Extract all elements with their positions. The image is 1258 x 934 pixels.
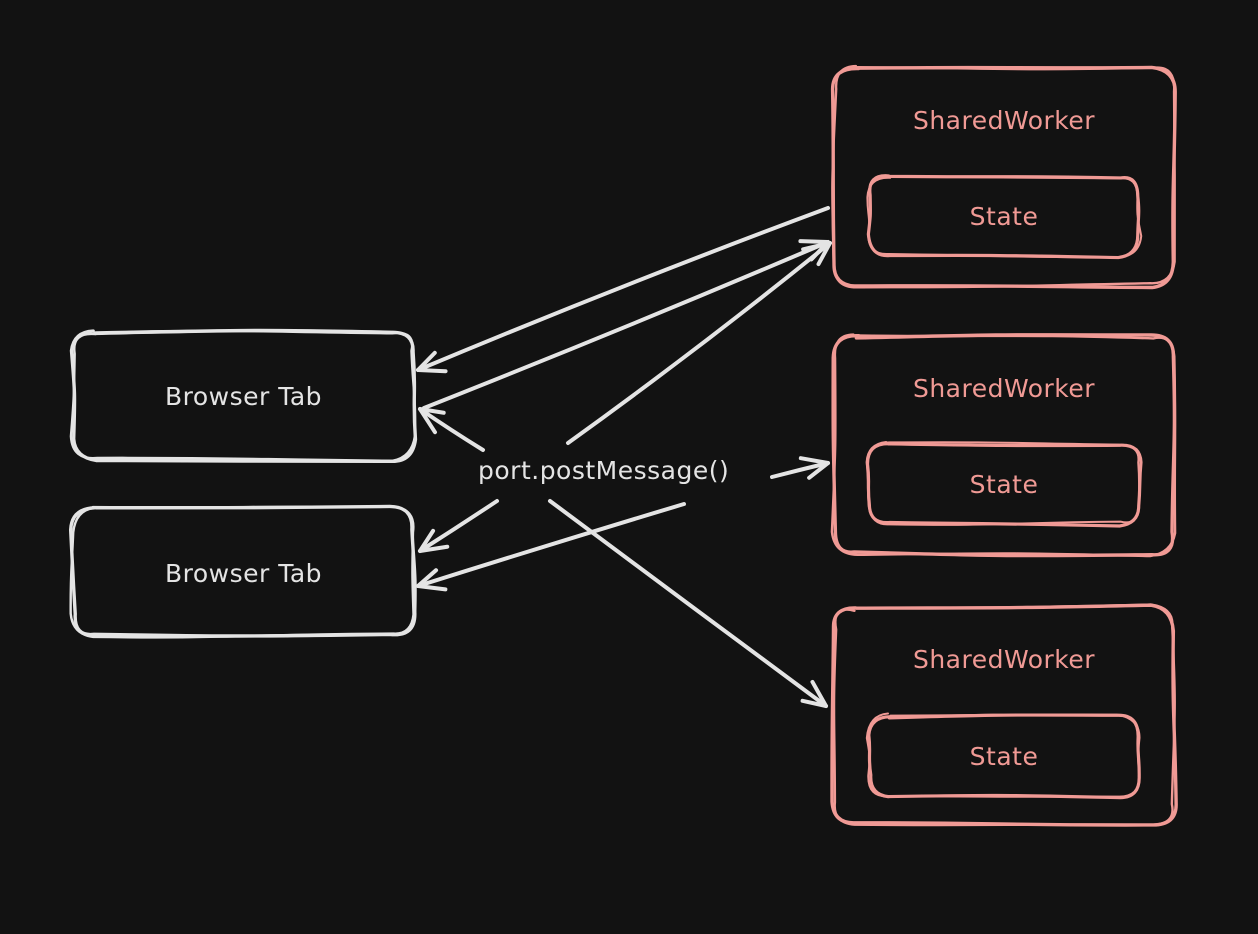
edge-line-tab1-to-sw1 <box>422 240 830 410</box>
edge-arrowhead-label-to-sw1 <box>801 241 832 267</box>
edge-arrowhead-label-to-sw2 <box>798 456 830 480</box>
inner-box-outline-state-1 <box>866 175 1143 259</box>
edge-line-tab2-to-sw3 <box>548 499 828 708</box>
inner-box-state-2 <box>865 442 1143 528</box>
inner-box-state-3 <box>867 713 1141 800</box>
node-box-outline-shared-worker-2 <box>830 333 1177 558</box>
inner-box-outline-state-3 <box>865 712 1141 798</box>
edge-line-label-to-sw1 <box>566 241 832 445</box>
node-box-outline-shared-worker-3 <box>832 603 1176 827</box>
inner-box-state-1 <box>866 174 1141 260</box>
edge-arrowhead-sw1-to-tab1 <box>416 350 448 374</box>
node-box-outline-browser-tab-1 <box>69 329 417 462</box>
edge-line-sw1-to-tab1 <box>416 206 830 372</box>
edge-line-sw3-to-tab2 <box>416 502 686 588</box>
inner-box-outline-state-2 <box>865 441 1141 526</box>
edge-arrowhead-sw3-to-tab2 <box>416 568 448 592</box>
node-box-outline-shared-worker-1 <box>831 64 1176 289</box>
edge-arrowhead-label-to-tab1 <box>418 407 446 435</box>
edge-arrowhead-label-to-tab2 <box>418 528 450 553</box>
node-box-browser-tab-1 <box>69 328 418 463</box>
edge-line-label-to-tab1 <box>418 407 485 452</box>
node-box-outline-browser-tab-2 <box>69 505 415 639</box>
edge-arrowhead-tab2-to-sw3 <box>800 679 828 708</box>
edge-line-label-to-tab2 <box>418 499 499 553</box>
node-box-browser-tab-2 <box>68 504 417 638</box>
